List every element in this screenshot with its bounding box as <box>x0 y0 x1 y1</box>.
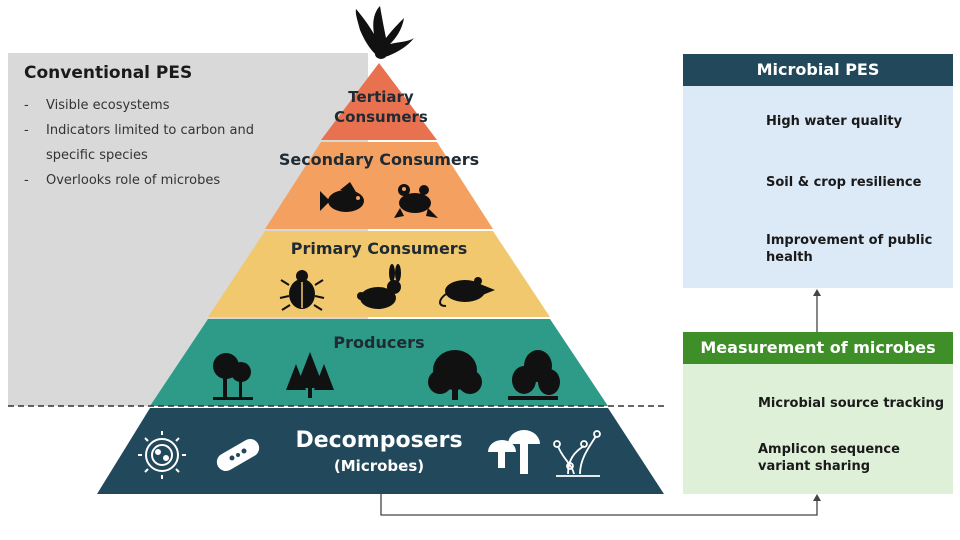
producers-label: Producers <box>333 333 425 352</box>
connector-line <box>380 494 818 516</box>
microbial-pes-item: Improvement of public health <box>766 233 933 265</box>
producers-layer <box>150 319 608 406</box>
tertiary-layer <box>321 63 437 140</box>
mushroom-icon <box>488 430 540 474</box>
fungi-icon <box>553 430 601 477</box>
microbial-pes-header: Microbial PES <box>683 54 953 86</box>
virus-icon <box>138 431 186 479</box>
list-item: Overlooks role of microbes <box>24 168 274 193</box>
tree-icon <box>213 353 253 400</box>
eagle-icon <box>355 6 414 59</box>
secondary-consumers-label: Secondary Consumers <box>278 150 480 169</box>
tertiary-consumers-label: Tertiary Consumers <box>334 88 428 126</box>
forest-icon <box>508 350 560 400</box>
measurement-item: Microbial source tracking <box>758 396 945 411</box>
microbial-pes-item: High water quality <box>766 114 903 129</box>
decomposers-label: Decomposers <box>295 428 463 453</box>
measurement-item: Amplicon sequence variant sharing <box>758 442 900 474</box>
conventional-pes-panel: Conventional PES Visible ecosystems Indi… <box>8 53 368 406</box>
arrowhead-icon <box>813 494 821 501</box>
list-item: Indicators limited to carbon and specifi… <box>24 118 274 168</box>
beetle-icon <box>279 270 325 311</box>
rabbit-icon <box>357 264 401 309</box>
pine-trees-icon <box>286 352 334 398</box>
fish-icon <box>320 182 364 212</box>
arrowhead-icon <box>813 289 821 296</box>
bacterium-icon <box>216 439 260 471</box>
measurement-header: Measurement of microbes <box>683 332 953 364</box>
conventional-pes-title: Conventional PES <box>24 63 193 83</box>
decomposers-sublabel: (Microbes) <box>333 457 425 475</box>
rat-icon <box>439 277 495 307</box>
measurement-panel <box>683 364 953 494</box>
primary-consumers-label: Primary Consumers <box>290 239 468 258</box>
conventional-pes-list: Visible ecosystems Indicators limited to… <box>24 93 274 193</box>
microbial-pes-panel <box>683 86 953 288</box>
frog-icon <box>394 184 438 218</box>
broadleaf-tree-icon <box>428 350 482 400</box>
list-item: Visible ecosystems <box>24 93 274 118</box>
microbial-pes-item: Soil & crop resilience <box>766 175 922 190</box>
